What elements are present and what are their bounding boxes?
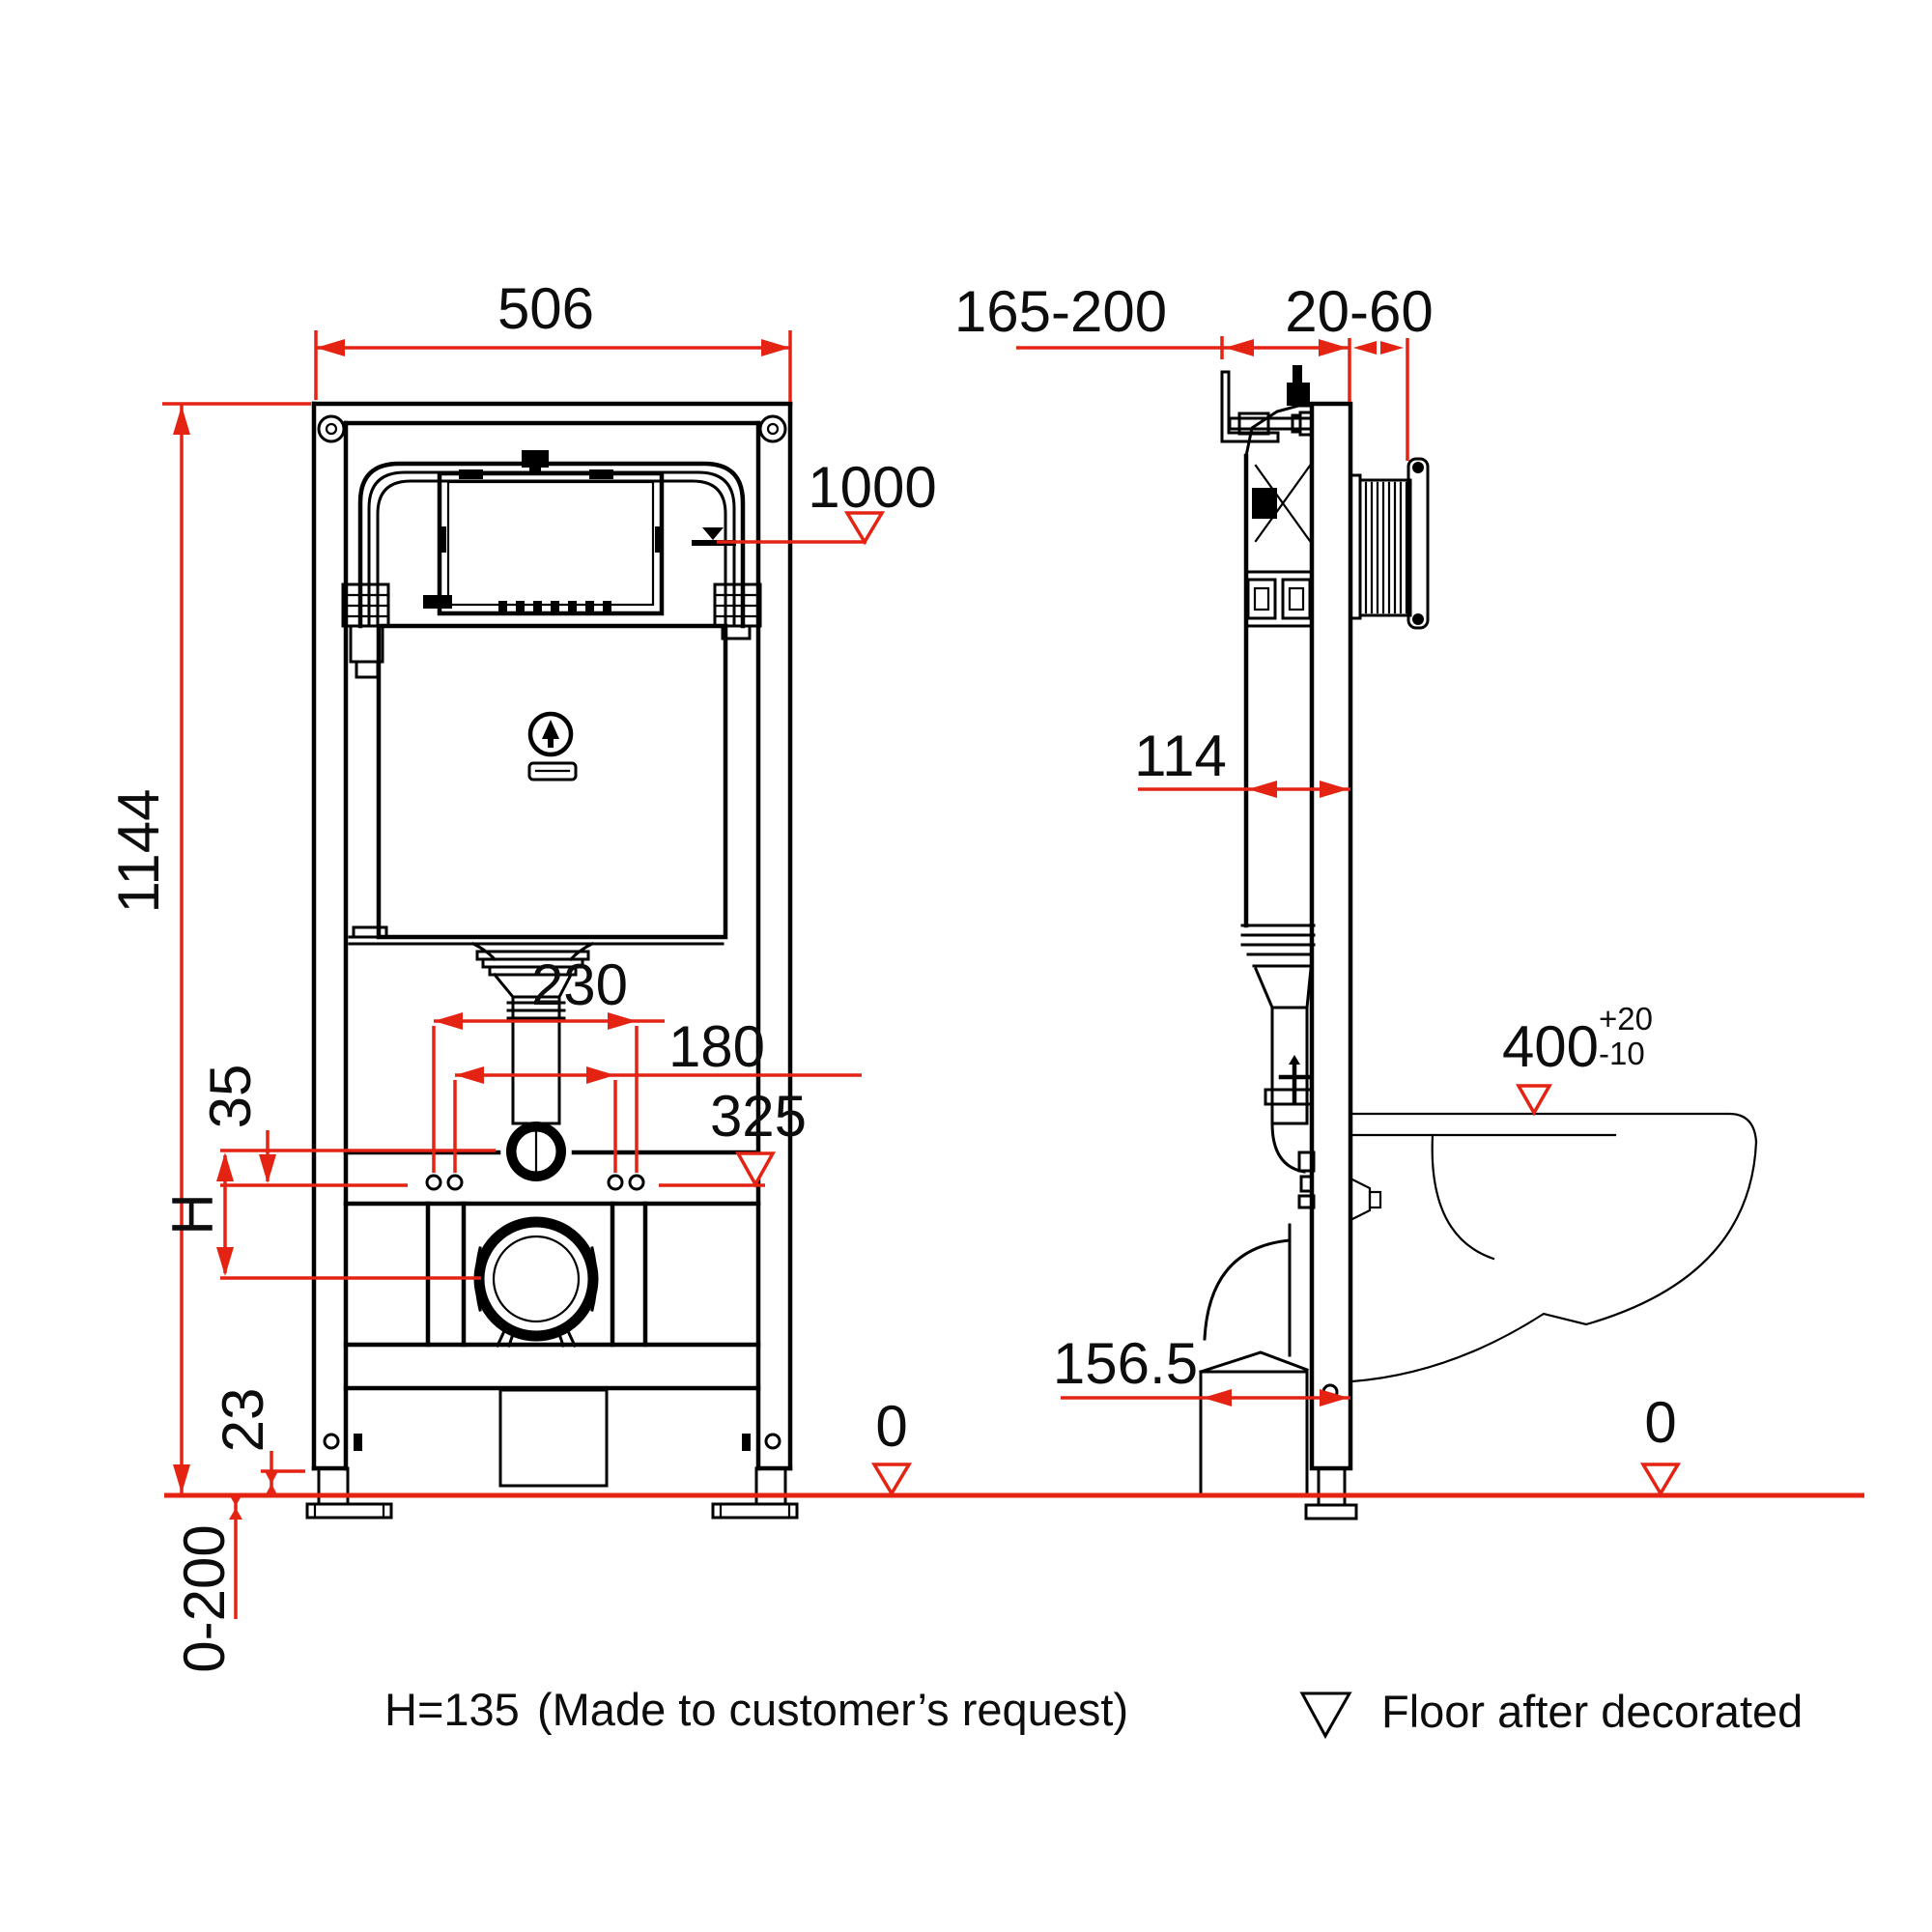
dim-bolt-inner: 180 [668, 1014, 765, 1079]
dim-offset-35: 35 [198, 1065, 263, 1129]
front-view-cistern [341, 450, 762, 1488]
dim-water-level: 1000 [808, 455, 936, 520]
right-leg [754, 1466, 787, 1506]
dim-bolt-outer: 230 [531, 952, 628, 1017]
left-foot-plate [305, 1502, 393, 1520]
wall-bracket [1220, 370, 1314, 443]
floor-zero-front-marker [870, 1463, 913, 1497]
legend-floor-triangle-icon [1299, 1691, 1352, 1740]
footer-notes: H=135 (Made to customer’s request) Floor… [384, 1684, 1803, 1740]
side-view [1199, 365, 1758, 1520]
elbow-joint [506, 1122, 566, 1181]
dim-h-label: H [160, 1193, 225, 1235]
legend-floor-label: Floor after decorated [1381, 1686, 1803, 1737]
flush-plate-window [423, 450, 665, 616]
brand-logo [527, 711, 574, 757]
left-pipe-clamp [341, 582, 390, 679]
dim-bowl-tol-plus: +20 [1599, 1001, 1653, 1037]
flush-pipe [470, 941, 595, 1125]
dim-wall-distance: 165-200 [954, 279, 1167, 344]
water-level-mark [692, 527, 736, 546]
logo-slot [527, 761, 578, 781]
side-drain-elbow [1199, 1223, 1309, 1497]
dim-leg-23: 23 [211, 1388, 275, 1453]
bolt-hole [425, 1174, 442, 1191]
bolt-hole [607, 1174, 624, 1191]
dim-drain-offset: 156.5 [1053, 1331, 1198, 1396]
dimensions-red [162, 330, 1864, 1619]
corner-screw-left [317, 414, 346, 443]
bottom-access-box [498, 1388, 609, 1488]
side-rail [1309, 401, 1353, 1471]
dim-bowl-tol-minus: -10 [1599, 1036, 1645, 1071]
dim-bowl-height: 400 [1502, 1014, 1599, 1079]
floor-zero-side-marker [1639, 1463, 1682, 1497]
left-leg [317, 1466, 350, 1506]
side-cistern [1240, 365, 1316, 1209]
dim-bolt-height: 325 [710, 1084, 807, 1149]
dim-floor-range: 0-200 [172, 1524, 237, 1672]
drain-outlet [473, 1216, 599, 1348]
dimension-labels: 506 165-200 20-60 1000 1144 114 230 180 … [106, 276, 1677, 1673]
dim-front-height: 1144 [106, 788, 171, 913]
right-foot-plate [711, 1502, 799, 1520]
dim-floor-zero-side: 0 [1644, 1390, 1676, 1455]
bolt-hole [446, 1174, 464, 1191]
dim-wall-thickness: 20-60 [1285, 279, 1433, 344]
wall-bellows-pipe [1349, 457, 1430, 630]
level-marker-400 [1515, 1084, 1553, 1117]
note-h-value: H=135 [384, 1684, 520, 1735]
level-marker-325 [735, 1151, 776, 1188]
corner-screw-right [758, 414, 787, 443]
front-view-frame [305, 401, 799, 1520]
left-rail-hole [323, 1433, 340, 1450]
right-rail-hole [764, 1433, 781, 1450]
top-tab [522, 450, 549, 468]
note-h-remark: (Made to customer’s request) [537, 1684, 1128, 1735]
level-marker-1000 [843, 511, 886, 546]
dim-front-width: 506 [497, 276, 594, 341]
right-pipe-clamp [713, 582, 762, 640]
toilet-bowl-outline [1349, 1112, 1758, 1383]
dim-cistern-depth: 114 [1134, 724, 1227, 788]
side-leg [1317, 1466, 1347, 1507]
dim-floor-zero-front: 0 [875, 1394, 907, 1459]
bolt-hole [628, 1174, 645, 1191]
side-foot-plate [1304, 1503, 1358, 1520]
